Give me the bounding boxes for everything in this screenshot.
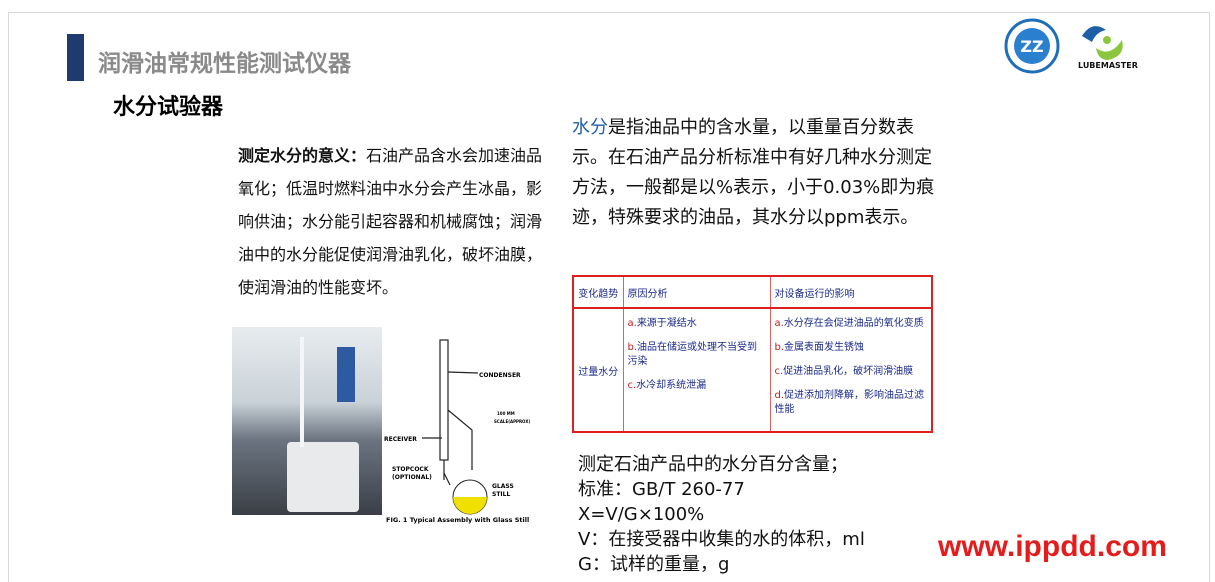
lubemaster-logo: LUBEMASTER — [1078, 26, 1138, 70]
cause-item: a.来源于凝结水 — [627, 318, 697, 329]
svg-text:(OPTIONAL): (OPTIONAL) — [392, 474, 432, 481]
title-bar-accent — [67, 34, 84, 81]
significance-paragraph: 测定水分的意义：石油产品含水会加速油品氧化；低温时燃料油中水分会产生冰晶，影响供… — [238, 146, 543, 297]
effect-item: b.金属表面发生锈蚀 — [774, 342, 865, 353]
svg-text:ZZ: ZZ — [1020, 37, 1043, 56]
school-seal-logo: ZZ — [1004, 18, 1060, 74]
page-title: 润滑油常规性能测试仪器 — [98, 51, 351, 77]
svg-text:CONDENSER: CONDENSER — [479, 372, 521, 379]
svg-text:LUBEMASTER: LUBEMASTER — [1078, 61, 1138, 70]
effect-item: c.促进油品乳化，破坏润滑油膜 — [774, 366, 914, 377]
svg-text:STILL: STILL — [492, 491, 510, 498]
svg-text:GLASS: GLASS — [492, 483, 514, 490]
svg-text:SCALE(APPROX): SCALE(APPROX) — [494, 419, 530, 424]
section-title: 水分试验器 — [113, 95, 224, 120]
watermark: www.ippdd.com — [938, 530, 1167, 563]
definition-paragraph: 水分是指油品中的含水量，以重量百分数表示。在石油产品分析标准中有好几种水分测定方… — [572, 117, 935, 228]
cause-item: b.油品在储运或处理不当受到污染 — [627, 342, 758, 367]
water-effects-table: 变化趋势原因分析对设备运行的影响 过量水分 a.来源于凝结水 b.油品在储运或处… — [572, 275, 933, 433]
effect-item: a.水分存在会促进油品的氧化变质 — [774, 318, 924, 329]
svg-text:100 MM: 100 MM — [497, 411, 515, 416]
apparatus-photo — [232, 327, 382, 515]
svg-text:RECEIVER: RECEIVER — [384, 436, 417, 443]
cause-item: c.水冷却系统泄漏 — [627, 380, 707, 391]
logos: ZZ LUBEMASTER — [1004, 18, 1144, 82]
svg-text:STOPCOCK: STOPCOCK — [392, 466, 429, 473]
glass-still-diagram: CONDENSER RECEIVER STOPCOCK (OPTIONAL) G… — [384, 339, 530, 524]
effect-item: d.促进添加剂降解，影响油品过滤性能 — [774, 390, 925, 415]
svg-text:FIG. 1 Typical Assembly with G: FIG. 1 Typical Assembly with Glass Still — [386, 516, 529, 524]
slide — [8, 12, 1210, 582]
